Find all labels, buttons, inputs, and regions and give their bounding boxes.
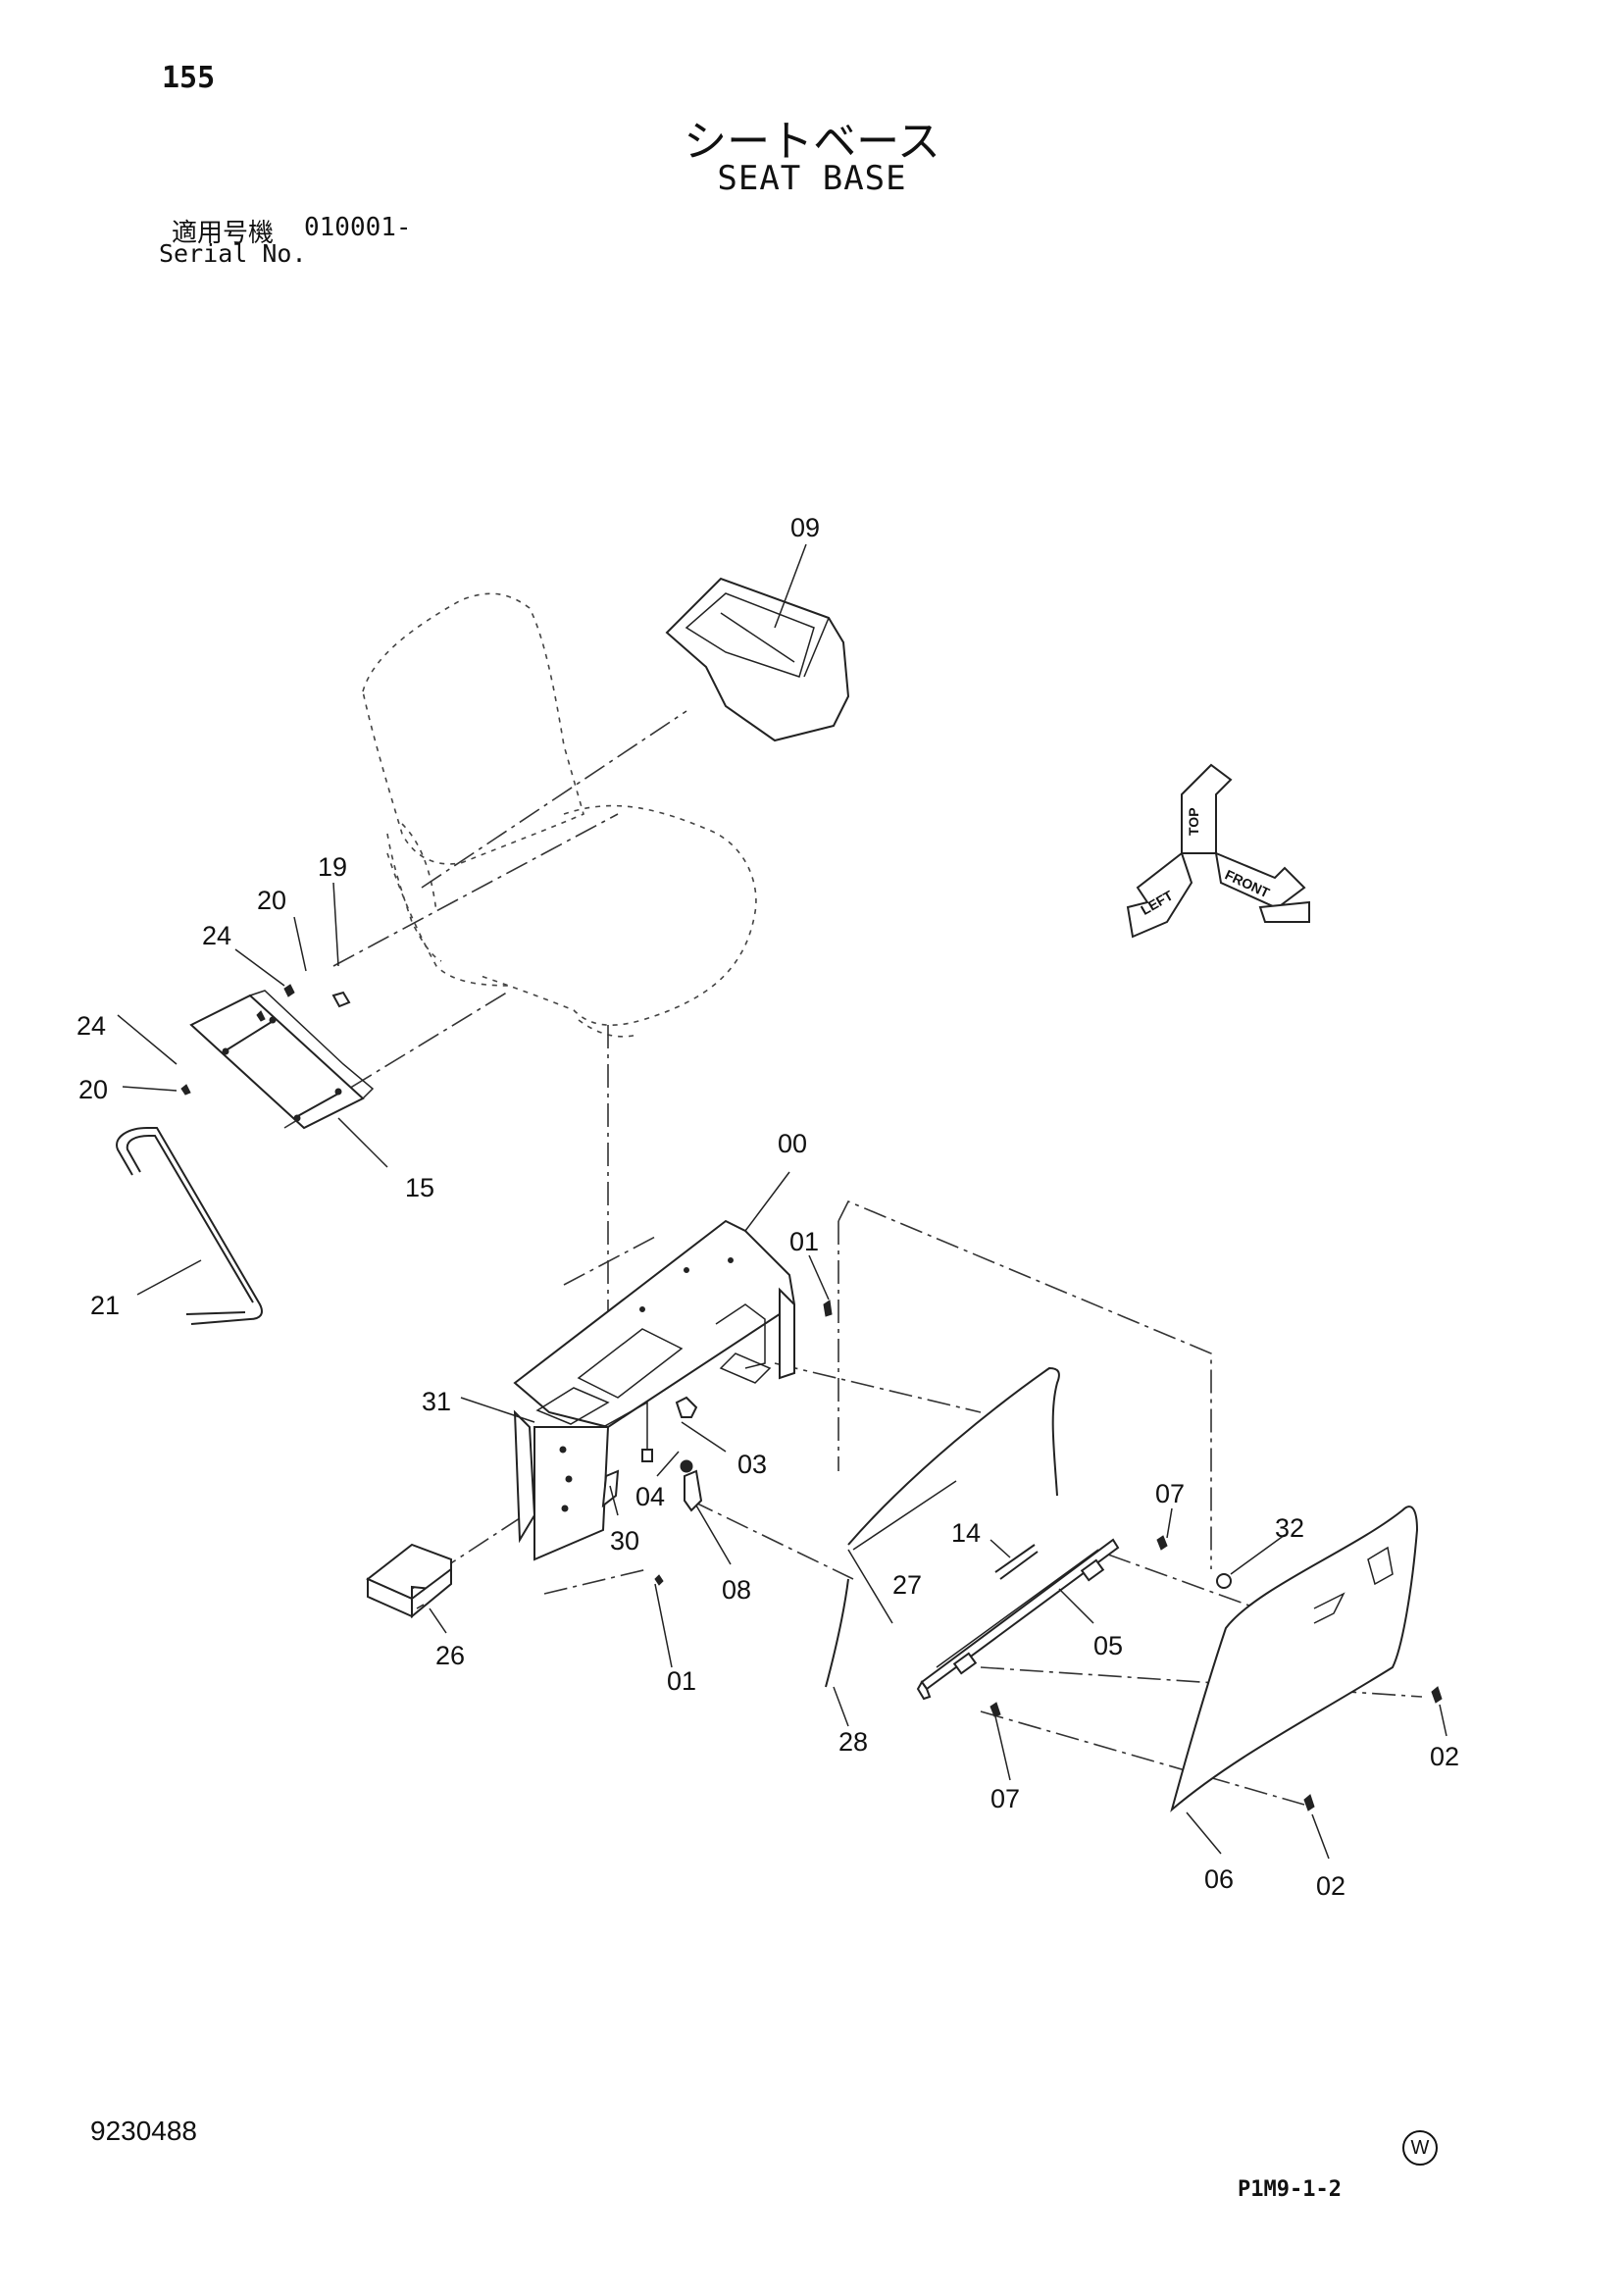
label-part-27: 27 (892, 1570, 922, 1600)
w-circle-mark: W (1402, 2130, 1438, 2166)
part-28-seal (825, 1578, 849, 1688)
label-part-28: 28 (838, 1727, 868, 1757)
part-26-block (366, 1543, 452, 1619)
part-06-side-panel (1170, 1505, 1419, 1812)
label-part-05: 05 (1093, 1631, 1123, 1660)
label-part-07: 07 (990, 1784, 1020, 1813)
label-part-07: 07 (1155, 1479, 1185, 1508)
label-part-15: 15 (405, 1173, 434, 1202)
label-part-14: 14 (951, 1518, 981, 1548)
label-part-01: 01 (667, 1666, 696, 1696)
leader-lines (117, 543, 1447, 1860)
compass-top-label: TOP (1186, 807, 1201, 836)
label-part-08: 08 (722, 1575, 751, 1605)
label-part-32: 32 (1275, 1513, 1304, 1543)
label-part-00: 00 (778, 1129, 807, 1158)
document-number: 9230488 (90, 2116, 198, 2146)
label-part-24: 24 (202, 921, 231, 950)
label-part-20: 20 (257, 886, 286, 915)
label-part-04: 04 (635, 1482, 665, 1511)
part-05-rail (916, 1538, 1120, 1701)
serial-number-value: 010001- (304, 213, 412, 242)
title-english: SEAT BASE (717, 159, 907, 198)
orientation-compass: TOP LEFT FRONT (1126, 763, 1310, 939)
small-hardware (180, 984, 1443, 1811)
label-part-03: 03 (737, 1450, 767, 1479)
label-part-20: 20 (78, 1075, 108, 1104)
part-09-rear-box (665, 577, 850, 742)
part-labels: 09 19 20 24 24 20 15 21 00 01 31 03 04 3… (76, 513, 1459, 1901)
part-14-pin (994, 1544, 1039, 1580)
part-00-seat-base-frame (513, 1219, 796, 1561)
label-part-30: 30 (610, 1526, 639, 1556)
label-part-19: 19 (318, 852, 347, 882)
serial-label-japanese: 適用号機 (172, 219, 275, 248)
label-part-02: 02 (1316, 1871, 1345, 1901)
label-part-02: 02 (1430, 1742, 1459, 1771)
serial-label-english: Serial No. (159, 239, 307, 268)
part-15-plate (189, 990, 375, 1130)
drawing-code: P1M9-1-2 (1238, 2177, 1342, 2202)
part-27-seal (847, 1366, 1060, 1551)
part-21-u-bar (116, 1127, 263, 1325)
label-part-26: 26 (435, 1641, 465, 1670)
page-number: 155 (162, 61, 216, 95)
label-part-31: 31 (422, 1387, 451, 1416)
label-part-21: 21 (90, 1291, 120, 1320)
label-part-01: 01 (789, 1227, 819, 1256)
title-japanese: シートベース (684, 117, 940, 167)
label-part-24: 24 (76, 1011, 106, 1041)
label-part-09: 09 (790, 513, 820, 542)
label-part-06: 06 (1204, 1864, 1234, 1894)
